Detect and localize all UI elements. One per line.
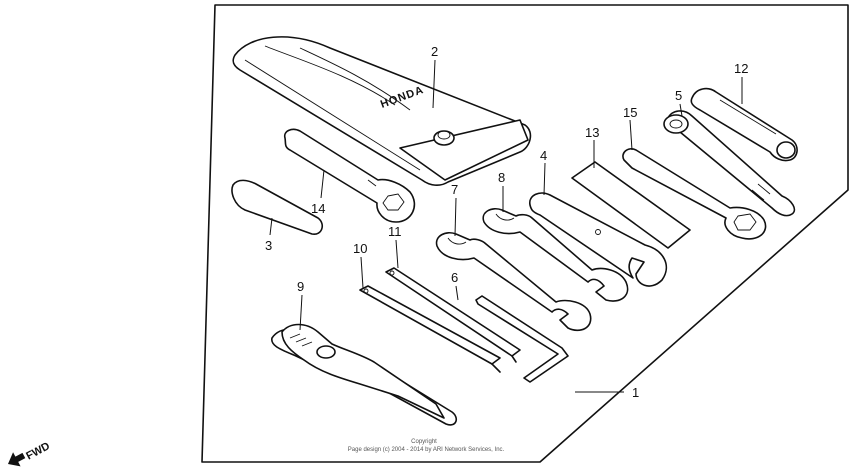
spark-plug-wrench-handle [622,148,767,240]
callout-11: 11 [388,224,402,239]
copyright-line-1: Copyright [411,439,437,445]
callout-13: 13 [585,125,599,140]
callout-3: 3 [265,238,272,253]
open-end-wrench-8 [482,207,629,302]
callout-numbers: 1 2 3 4 5 6 7 8 9 10 11 12 13 14 15 [265,44,748,400]
tool-pouch: HONDA [232,36,532,186]
callout-8: 8 [498,170,505,185]
pliers [271,323,458,426]
callout-2: 2 [431,44,438,59]
callout-12: 12 [734,61,748,76]
callout-4: 4 [540,148,547,163]
callout-10: 10 [353,241,367,256]
fwd-label: FWD [24,440,52,462]
spark-plug-socket [663,110,796,217]
hex-key [475,295,569,383]
callout-6: 6 [451,270,458,285]
fwd-arrow-icon [7,452,26,467]
callout-7: 7 [451,182,458,197]
screwdriver-11 [385,267,521,363]
extension-handle [690,87,798,162]
callout-14: 14 [311,201,325,216]
callout-1: 1 [632,385,639,400]
box-end-wrench [283,128,416,223]
open-end-wrench-7 [435,231,592,332]
callout-9: 9 [297,279,304,294]
callout-5: 5 [675,88,682,103]
tire-lever [571,161,691,249]
leader-lines [269,59,743,393]
hook-spanner [529,192,668,287]
flat-plate [231,179,324,235]
screwdriver-10 [359,285,501,373]
diagram-frame [201,4,849,463]
copyright-line-2: Page design (c) 2004 - 2014 by ARI Netwo… [348,447,505,453]
callout-15: 15 [623,105,637,120]
fwd-indicator: FWD [7,440,52,467]
